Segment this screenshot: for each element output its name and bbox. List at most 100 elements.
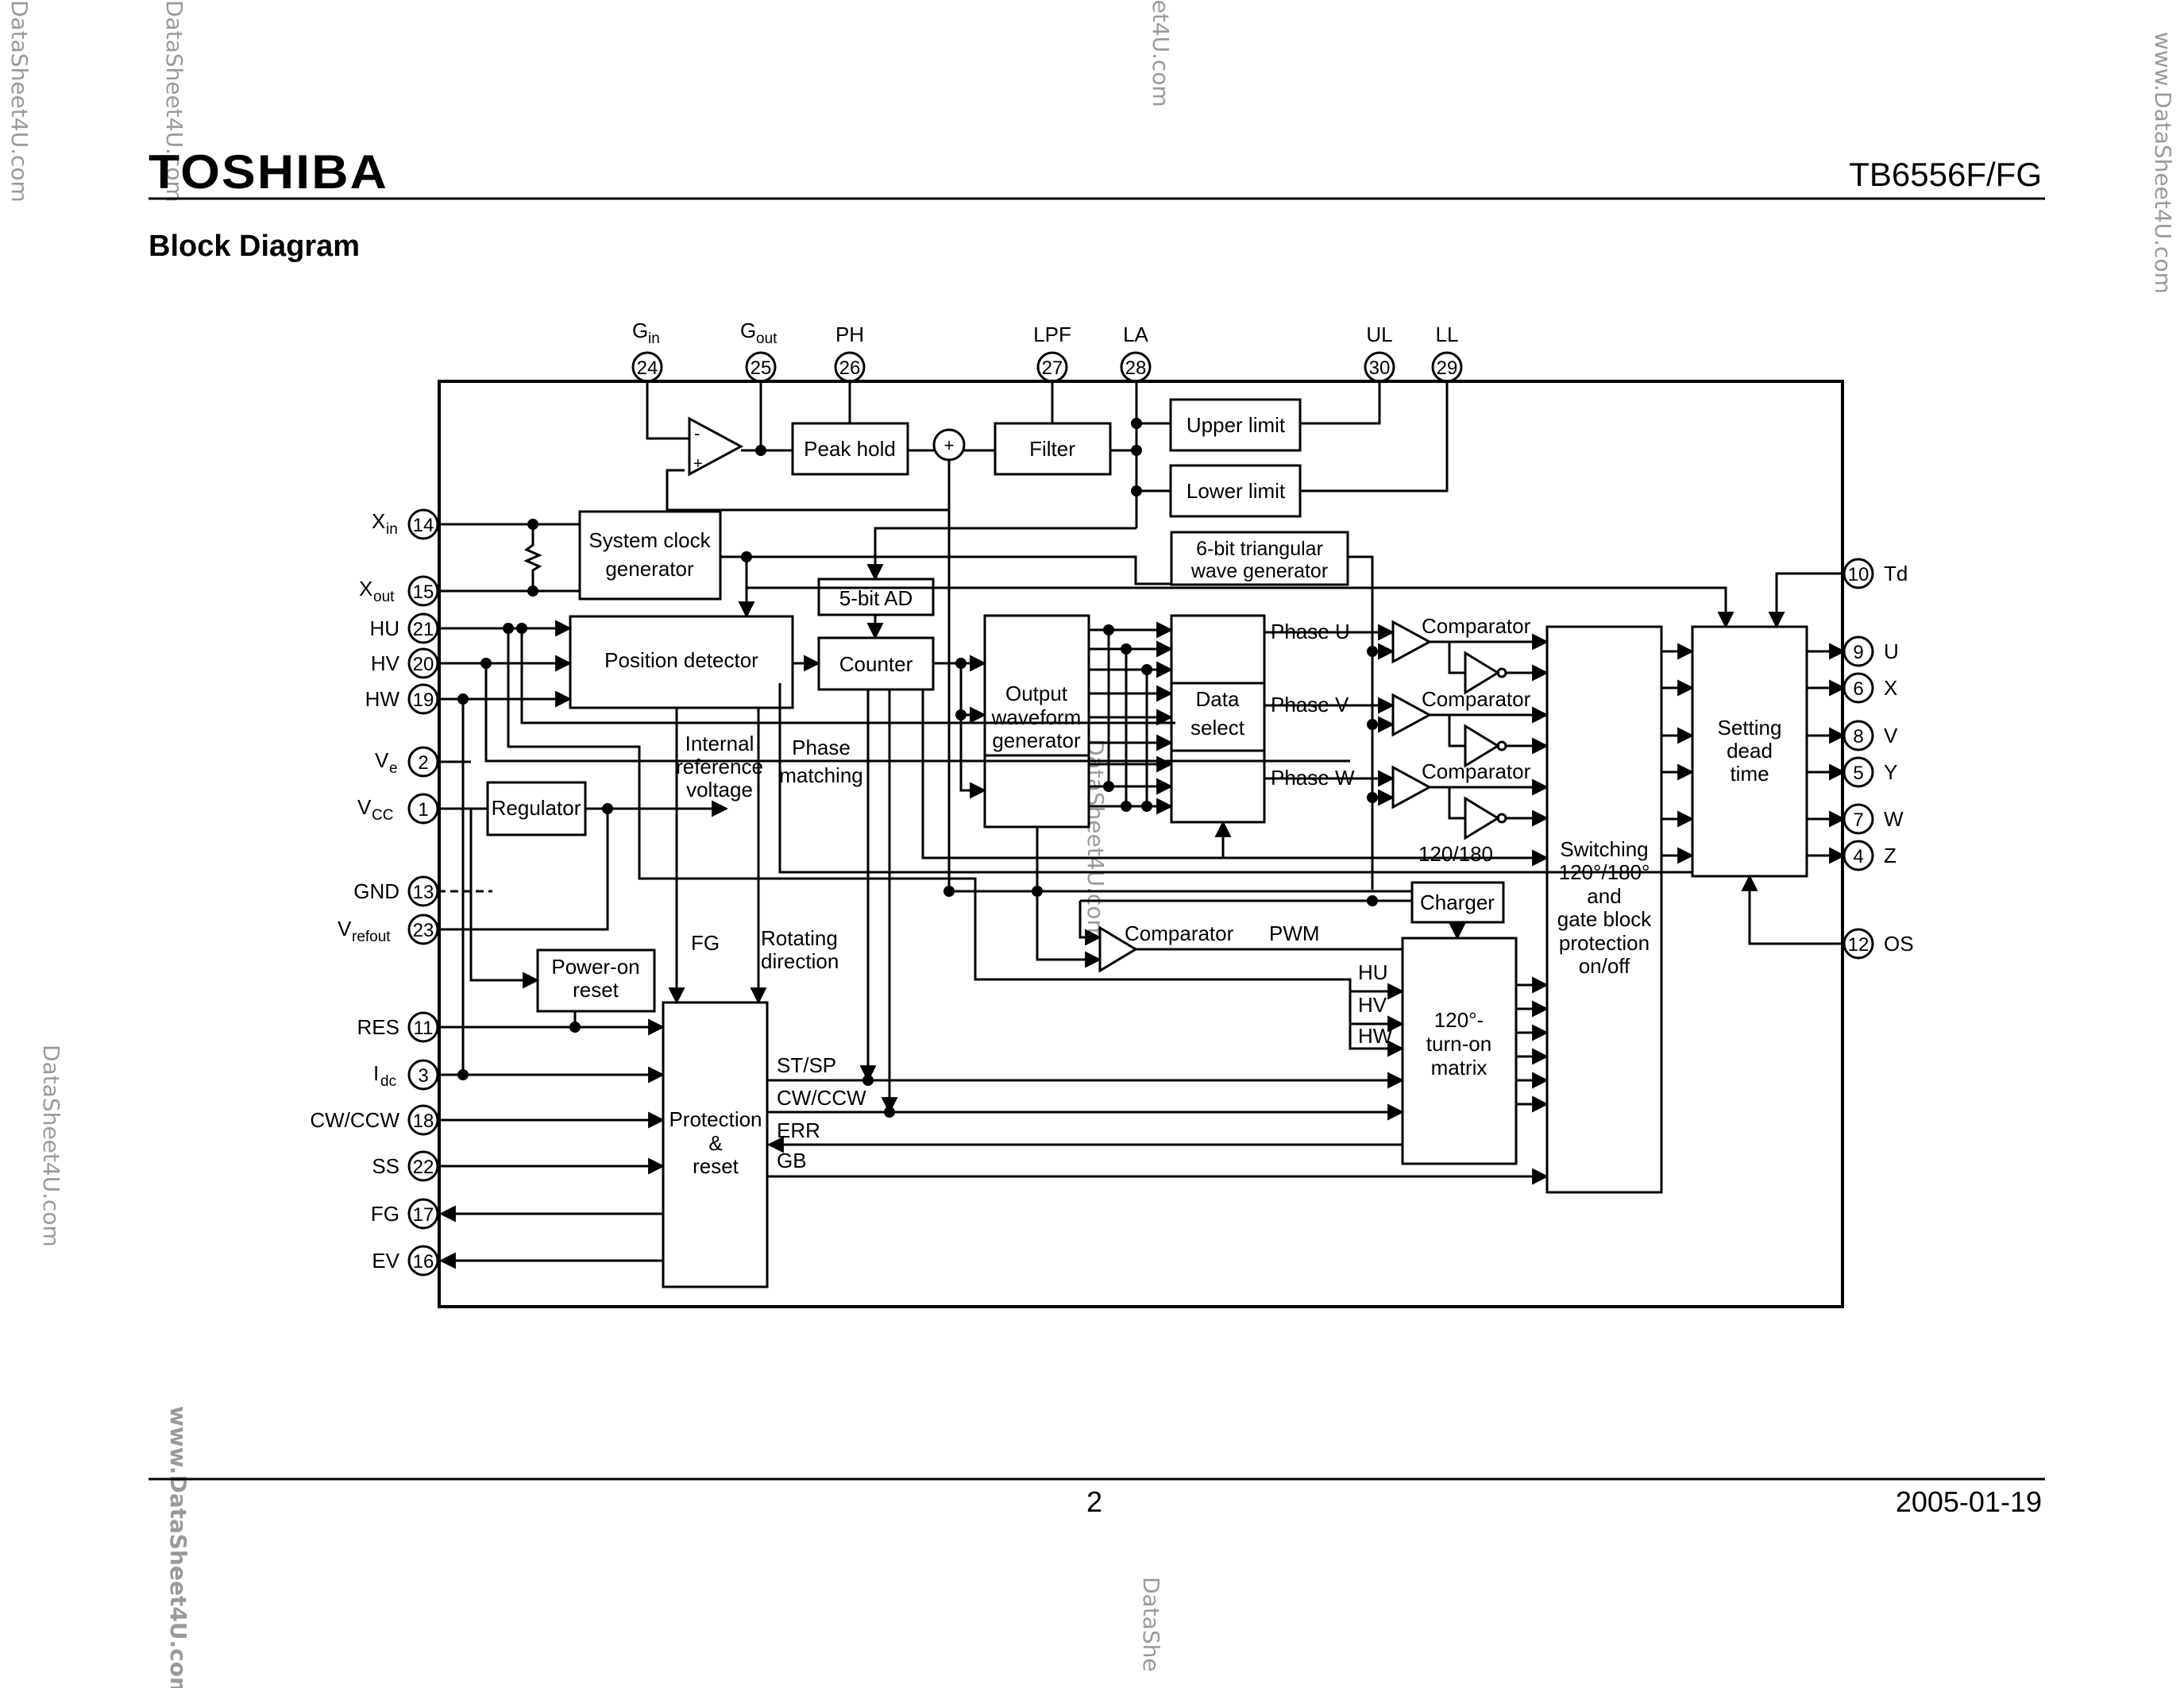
pin-ph: PH 26: [834, 323, 866, 383]
pin-number: 17: [413, 1204, 434, 1226]
pin-number: 10: [1848, 564, 1870, 585]
pin-label: V: [338, 917, 352, 941]
pin-number: 29: [1437, 357, 1458, 379]
pin-y: 5 Y: [1843, 756, 1897, 788]
comparator-label-v: Comparator: [1422, 687, 1531, 711]
block-label-line: reset: [573, 978, 619, 1002]
pin-label: LL: [1436, 323, 1459, 346]
pin-ev: EV 16: [372, 1245, 439, 1277]
block-label: Peak hold: [804, 437, 896, 461]
block-label-line: Protection: [669, 1107, 762, 1131]
block-label: 5-bit AD: [839, 586, 913, 610]
brand-logo: TOSHIBA: [149, 145, 388, 199]
sel-120-180-label: 120/180: [1418, 842, 1493, 866]
pin-number: 5: [1853, 763, 1863, 784]
pin-idc: I dc 3: [373, 1059, 439, 1091]
summer-sign: +: [944, 435, 955, 455]
pin-td: 10 Td: [1843, 558, 1908, 589]
pin-label: SS: [372, 1154, 399, 1178]
phase-w-label: Phase W: [1271, 766, 1355, 790]
pin-number: 13: [413, 882, 434, 903]
power-on-reset-block: Power-on reset: [536, 948, 656, 1013]
block-label: Lower limit: [1187, 479, 1286, 503]
regulator-block: Regulator: [486, 781, 587, 836]
section-title: Block Diagram: [149, 230, 360, 263]
block-label-line: turn-on: [1426, 1032, 1491, 1056]
protection-reset-block: Protection & reset: [662, 1001, 769, 1288]
footer-date: 2005-01-19: [1896, 1485, 2042, 1518]
pin-hw: HW 19: [365, 683, 439, 715]
gb-label: GB: [777, 1149, 807, 1172]
pin-x: 6 X: [1843, 672, 1897, 704]
pin-ul: UL 30: [1364, 323, 1395, 383]
block-label-line: waveform: [991, 705, 1082, 729]
pin-label: V: [375, 748, 389, 772]
block-label-line: time: [1730, 762, 1769, 786]
system-clock-generator: System clock generator: [578, 510, 722, 601]
filter-block: Filter: [994, 422, 1112, 476]
pin-hu: HU 21: [369, 612, 439, 644]
dead-time-block: Setting dead time: [1691, 625, 1808, 878]
pin-label-sub: in: [648, 330, 660, 347]
crystal-resistor-icon: [523, 540, 542, 577]
pin-label-sub: in: [386, 521, 398, 538]
rotating-direction-label: direction: [761, 949, 839, 973]
block-label-line: on/off: [1579, 954, 1630, 978]
pin-number: 15: [413, 581, 434, 603]
phase-matching-label: matching: [779, 763, 863, 787]
pin-label: HU: [369, 616, 399, 640]
pin-label: RES: [357, 1015, 399, 1039]
watermark-left-bottom: www.DataSheet4U.com: [165, 1406, 191, 1688]
pin-number: 30: [1369, 357, 1391, 379]
pin-label: CW/CCW: [310, 1108, 399, 1132]
comparator-label-w: Comparator: [1422, 759, 1531, 783]
pin-label: LPF: [1033, 323, 1071, 346]
pin-label: X: [359, 577, 372, 601]
signal-labels: Internal reference voltage Phase matchin…: [676, 614, 1531, 1172]
pin-gout: G out 25: [740, 319, 778, 383]
phase-v-label: Phase V: [1271, 693, 1349, 717]
pin-ve: V e 2: [375, 746, 439, 778]
watermark-center: DataSheet4U.com: [1082, 739, 1109, 941]
pin-xout: X out 15: [359, 575, 439, 607]
block-label-line: select: [1190, 716, 1245, 740]
pin-label: LA: [1123, 323, 1148, 346]
pin-label: X: [372, 509, 385, 533]
pin-label: Y: [1884, 760, 1897, 784]
watermark-right: www.DataSheet4U.com: [2150, 32, 2176, 294]
watermark-top-mid: DataSheet4U.com: [1148, 0, 1174, 107]
pin-number: 11: [414, 1018, 434, 1039]
block-diagram: G in 24 G out 25 PH 26 LPF 27 LA 28 UL: [310, 319, 1914, 1308]
pin-number: 16: [413, 1251, 434, 1273]
output-waveform-generator: Output waveform generator: [983, 614, 1090, 829]
block-label-line: Output: [1005, 682, 1068, 705]
pin-number: 27: [1042, 357, 1063, 379]
rotating-direction-label: Rotating: [761, 926, 838, 950]
pin-z: 4 Z: [1843, 840, 1897, 871]
junction-dots: [457, 418, 1378, 1118]
block-label-line: and: [1587, 884, 1621, 908]
pin-number: 6: [1853, 678, 1863, 700]
phase-matching-label: Phase: [792, 736, 851, 759]
charger-block: Charger: [1410, 881, 1505, 924]
internal-ref-label: Internal: [685, 732, 754, 755]
block-label-line: &: [708, 1131, 722, 1155]
opamp-minus: -: [694, 423, 700, 443]
internal-ref-label: reference: [676, 755, 763, 778]
block-label: Charger: [1420, 890, 1495, 914]
pin-number: 23: [413, 920, 434, 941]
switching-block: Switching 120°/180° and gate block prote…: [1545, 625, 1663, 1194]
block-label-line: Data: [1196, 687, 1240, 711]
block-label-line: Power-on: [551, 955, 639, 979]
pin-number: 1: [418, 799, 428, 821]
pin-label-sub: out: [373, 589, 395, 605]
lower-limit-block: Lower limit: [1169, 464, 1302, 518]
pin-number: 7: [1853, 809, 1863, 831]
hw-label: HW: [1358, 1024, 1393, 1048]
pin-number: 3: [418, 1065, 428, 1087]
hv-label: HV: [1358, 993, 1387, 1017]
pin-number: 14: [413, 515, 434, 536]
pin-ll: LL 29: [1431, 323, 1463, 383]
block-label-line: generator: [605, 557, 694, 581]
pin-label-sub: CC: [372, 807, 393, 824]
